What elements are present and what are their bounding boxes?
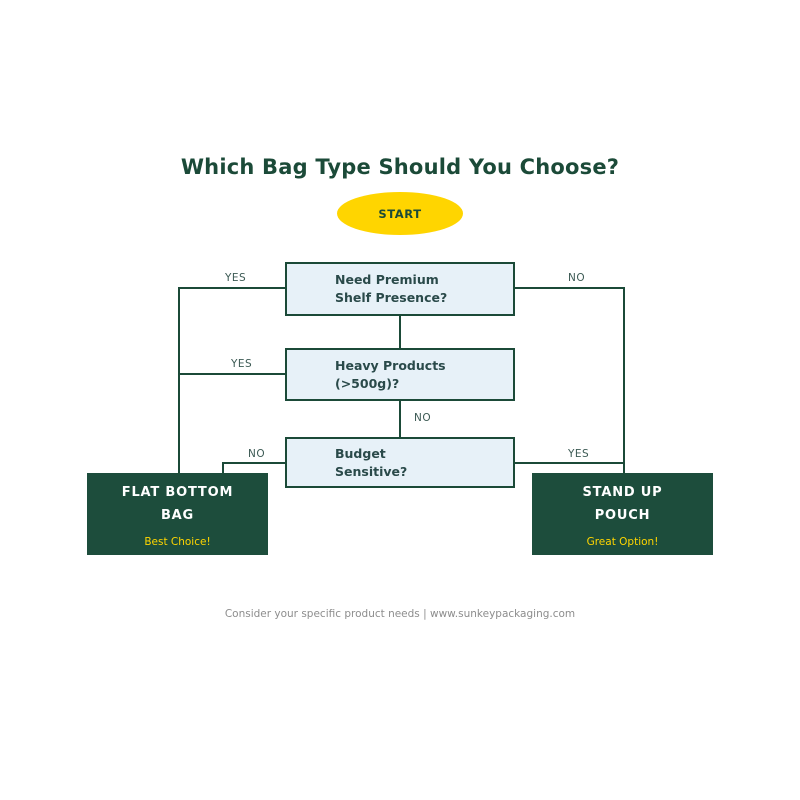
edge-label-heavy-no: NO <box>414 412 432 424</box>
outcome-node-stand-up-pouch[interactable]: STAND UP POUCH Great Option! <box>532 473 713 555</box>
edge-label-heavy-yes: YES <box>231 358 253 370</box>
decision-premium-line1: Need Premium <box>335 272 439 287</box>
connector-heavy-to-budget <box>399 401 401 438</box>
connector-budget-yes-horizontal <box>515 462 625 464</box>
decision-node-budget-sensitive[interactable]: Budget Sensitive? <box>285 437 515 488</box>
connector-premium-yes-horizontal <box>178 287 285 289</box>
connector-budget-no-vertical <box>222 462 224 475</box>
outcome-stand-up-line2: POUCH <box>594 507 651 523</box>
outcome-stand-up-line1: STAND UP <box>582 484 663 500</box>
outcome-flat-bottom-subtitle: Best Choice! <box>144 535 211 548</box>
edge-label-premium-yes: YES <box>225 272 247 284</box>
decision-node-premium-shelf-presence[interactable]: Need Premium Shelf Presence? <box>285 262 515 316</box>
start-node-label: START <box>378 206 422 221</box>
connector-left-trunk-vertical <box>178 287 180 474</box>
decision-heavy-line2: (>500g)? <box>335 375 400 391</box>
page-title: Which Bag Type Should You Choose? <box>180 155 620 179</box>
footer-note: Consider your specific product needs | w… <box>224 608 576 620</box>
outcome-node-flat-bottom-bag[interactable]: FLAT BOTTOM BAG Best Choice! <box>87 473 268 555</box>
connector-budget-no-horizontal <box>222 462 285 464</box>
start-node[interactable]: START <box>337 192 463 235</box>
decision-node-heavy-products[interactable]: Heavy Products (>500g)? <box>285 348 515 401</box>
edge-label-budget-no: NO <box>248 448 266 460</box>
edge-label-budget-yes: YES <box>568 448 590 460</box>
connector-heavy-yes-horizontal <box>178 373 285 375</box>
edge-label-premium-no: NO <box>568 272 586 284</box>
decision-budget-line2: Sensitive? <box>335 463 408 479</box>
decision-premium-line2: Shelf Presence? <box>335 290 448 305</box>
connector-right-trunk-vertical <box>623 287 625 474</box>
outcome-stand-up-subtitle: Great Option! <box>586 535 659 548</box>
outcome-flat-bottom-line2: BAG <box>160 507 195 523</box>
decision-budget-line1: Budget <box>335 445 386 461</box>
connector-premium-to-heavy <box>399 316 401 349</box>
outcome-flat-bottom-line1: FLAT BOTTOM <box>121 484 234 500</box>
decision-heavy-line1: Heavy Products <box>335 357 446 373</box>
connector-premium-no-horizontal <box>515 287 625 289</box>
